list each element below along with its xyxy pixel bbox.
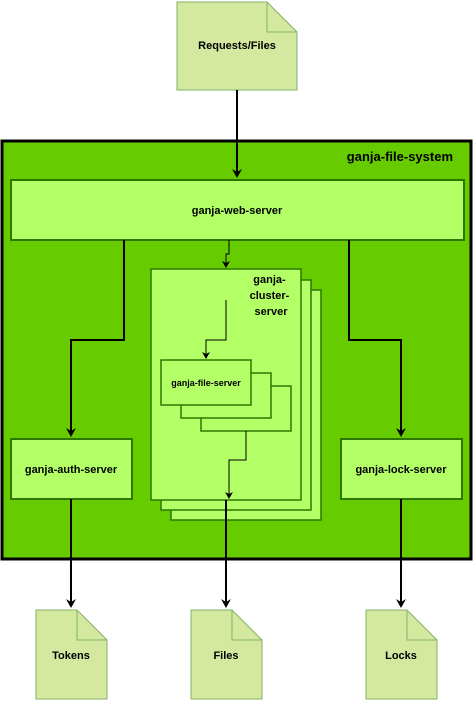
cluster-server-label-line-2: cluster- bbox=[250, 290, 290, 302]
requests-files-document: Requests/Files bbox=[176, 1, 298, 91]
lock-server-label: ganja-lock-server bbox=[355, 464, 447, 476]
cluster-server-label-line-1: ganja- bbox=[253, 274, 286, 286]
cluster-server-label: ganja- cluster- server bbox=[250, 274, 293, 318]
edge-cluster-to-file-server bbox=[202, 300, 227, 359]
tokens-label: Tokens bbox=[52, 650, 90, 662]
web-server-label: ganja-web-server bbox=[192, 205, 283, 217]
locks-label: Locks bbox=[385, 650, 417, 662]
edge-web-to-cluster bbox=[222, 240, 230, 268]
cluster-server-label-line-3: server bbox=[254, 306, 288, 318]
auth-server-label: ganja-auth-server bbox=[25, 464, 118, 476]
web-server-box bbox=[10, 179, 465, 241]
files-label: Files bbox=[213, 650, 238, 662]
auth-server-box bbox=[10, 438, 133, 500]
files-document: Files bbox=[190, 609, 263, 700]
edge-web-to-lock bbox=[348, 240, 406, 437]
edge-web-to-auth bbox=[66, 240, 125, 437]
file-server-label: ganja-file-server bbox=[171, 378, 241, 388]
edge-file-server-to-cluster bbox=[225, 431, 247, 499]
locks-document: Locks bbox=[365, 609, 438, 700]
file-server-stack bbox=[160, 359, 292, 432]
lock-server-box bbox=[340, 438, 463, 500]
file-system-label: ganja-file-system bbox=[347, 149, 453, 164]
tokens-document: Tokens bbox=[35, 609, 108, 700]
requests-files-label: Requests/Files bbox=[198, 40, 276, 52]
